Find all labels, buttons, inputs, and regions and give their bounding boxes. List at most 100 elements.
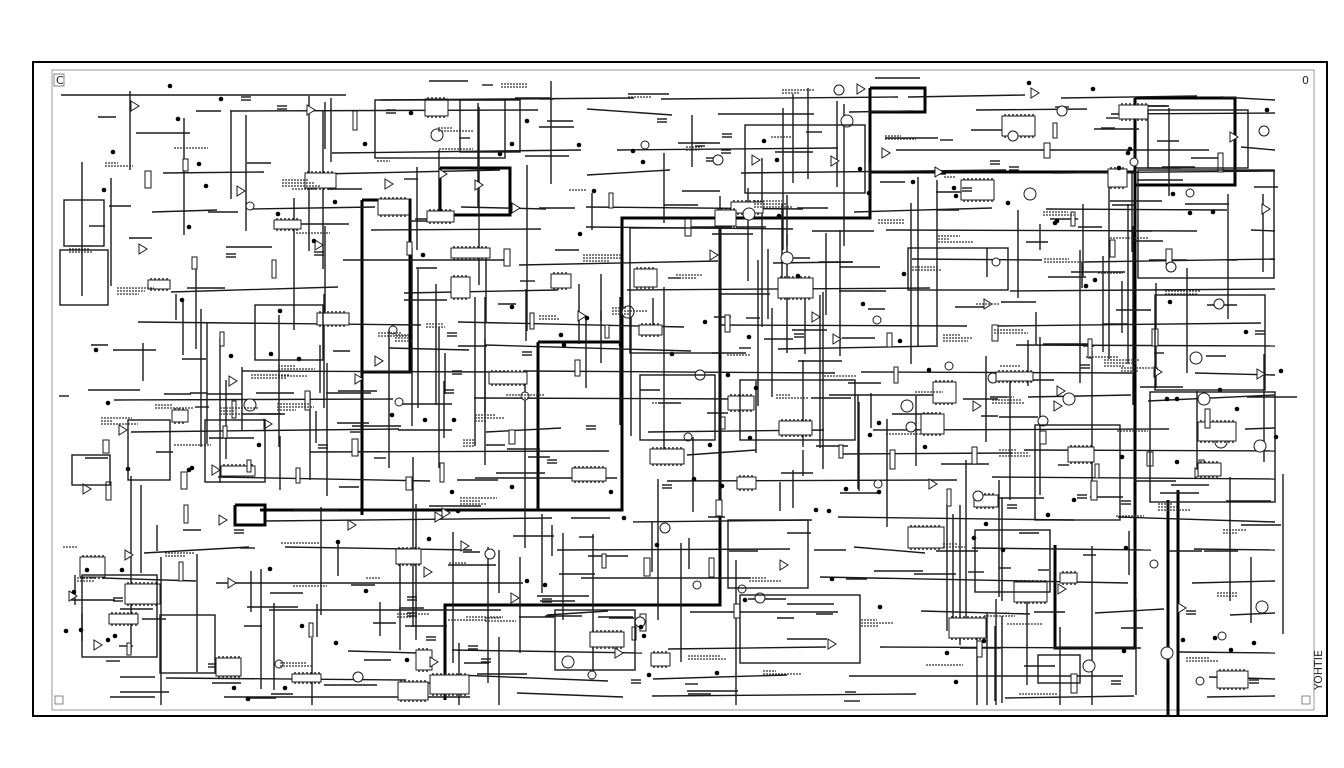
wire — [1060, 95, 1198, 99]
transistor — [692, 580, 702, 590]
wire — [241, 370, 510, 373]
resistor — [439, 462, 445, 483]
wire — [686, 449, 757, 456]
resistor — [1094, 463, 1100, 479]
junction-dot — [576, 142, 582, 148]
ic-block — [571, 467, 607, 482]
junction-dot — [299, 623, 305, 629]
junction-dot — [953, 679, 959, 685]
ic-block — [1107, 168, 1128, 188]
resistor — [529, 312, 535, 330]
diode — [856, 83, 866, 95]
junction-dot — [509, 304, 515, 310]
wire — [996, 322, 1262, 327]
junction-dot — [1026, 80, 1032, 86]
junction-dot — [1264, 107, 1270, 113]
transistor — [1195, 676, 1205, 686]
diode — [82, 483, 92, 495]
junction-dot — [93, 347, 99, 353]
ic-block — [1197, 421, 1237, 442]
transistor — [659, 522, 671, 534]
wire — [585, 206, 804, 210]
junction-dot — [119, 567, 125, 573]
junction-dot — [826, 508, 832, 514]
resistor — [708, 557, 715, 578]
junction-dot — [654, 542, 660, 548]
junction-dot — [179, 297, 185, 303]
ic-block — [171, 409, 189, 423]
junction-dot — [761, 138, 767, 144]
junction-dot — [876, 420, 882, 426]
ic-block — [550, 273, 572, 289]
diode — [934, 166, 944, 178]
transistor — [352, 671, 364, 683]
junction-dot — [542, 582, 548, 588]
ic-block — [450, 276, 471, 299]
ic-block — [124, 583, 161, 605]
junction-dot — [591, 188, 597, 194]
wire — [586, 169, 671, 176]
diode — [614, 647, 624, 659]
transistor — [388, 325, 398, 335]
wire — [162, 171, 265, 174]
transistor — [430, 128, 444, 142]
junction-dot — [638, 624, 644, 630]
resistor — [295, 467, 301, 484]
junction-dot — [1167, 299, 1173, 305]
wire — [1015, 344, 1276, 347]
transistor — [972, 490, 984, 502]
junction-dots — [63, 80, 1284, 702]
diode — [460, 540, 470, 552]
diode — [474, 179, 484, 191]
junction-dot — [866, 190, 872, 196]
junction-dot — [608, 489, 614, 495]
ic-block — [1059, 572, 1078, 584]
wire — [546, 610, 609, 616]
diode — [124, 549, 134, 561]
transistor — [905, 421, 917, 433]
ic-block — [316, 312, 350, 326]
ic-block — [395, 548, 422, 565]
ic-block — [79, 556, 106, 578]
transistor — [394, 397, 404, 407]
wire — [1094, 608, 1165, 614]
junction-dot — [621, 515, 627, 521]
wire — [819, 576, 1129, 584]
junction-dot — [105, 400, 111, 406]
junction-dot — [1045, 512, 1051, 518]
resistor — [405, 476, 413, 491]
wire — [284, 546, 473, 551]
diode — [347, 519, 357, 531]
resistor — [183, 504, 189, 524]
transistor — [873, 479, 883, 489]
resistor — [126, 642, 132, 656]
transistor — [944, 361, 954, 371]
wire — [250, 206, 376, 210]
ic-block — [907, 526, 945, 549]
resistor — [144, 170, 152, 189]
junction-dot — [1092, 277, 1098, 283]
junction-dot — [84, 567, 90, 573]
ic-block — [736, 476, 757, 490]
junction-dot — [101, 187, 107, 193]
junction-dot — [420, 252, 426, 258]
diode — [138, 243, 148, 255]
wire — [484, 344, 692, 352]
wire — [848, 110, 914, 113]
junction-dot — [228, 353, 234, 359]
corner-mark-br — [1301, 695, 1311, 705]
diode — [811, 311, 821, 323]
wire — [853, 207, 993, 213]
wire — [331, 149, 582, 154]
wire — [1045, 208, 1228, 211]
ic-block — [1001, 115, 1036, 137]
resistor — [724, 314, 731, 333]
resistor — [643, 557, 651, 577]
diode — [832, 333, 842, 345]
resistor — [1087, 338, 1093, 359]
diode — [130, 100, 140, 112]
resistor — [1039, 430, 1047, 445]
junction-dot — [876, 489, 882, 495]
diode — [1057, 583, 1067, 595]
wire — [975, 108, 1088, 111]
